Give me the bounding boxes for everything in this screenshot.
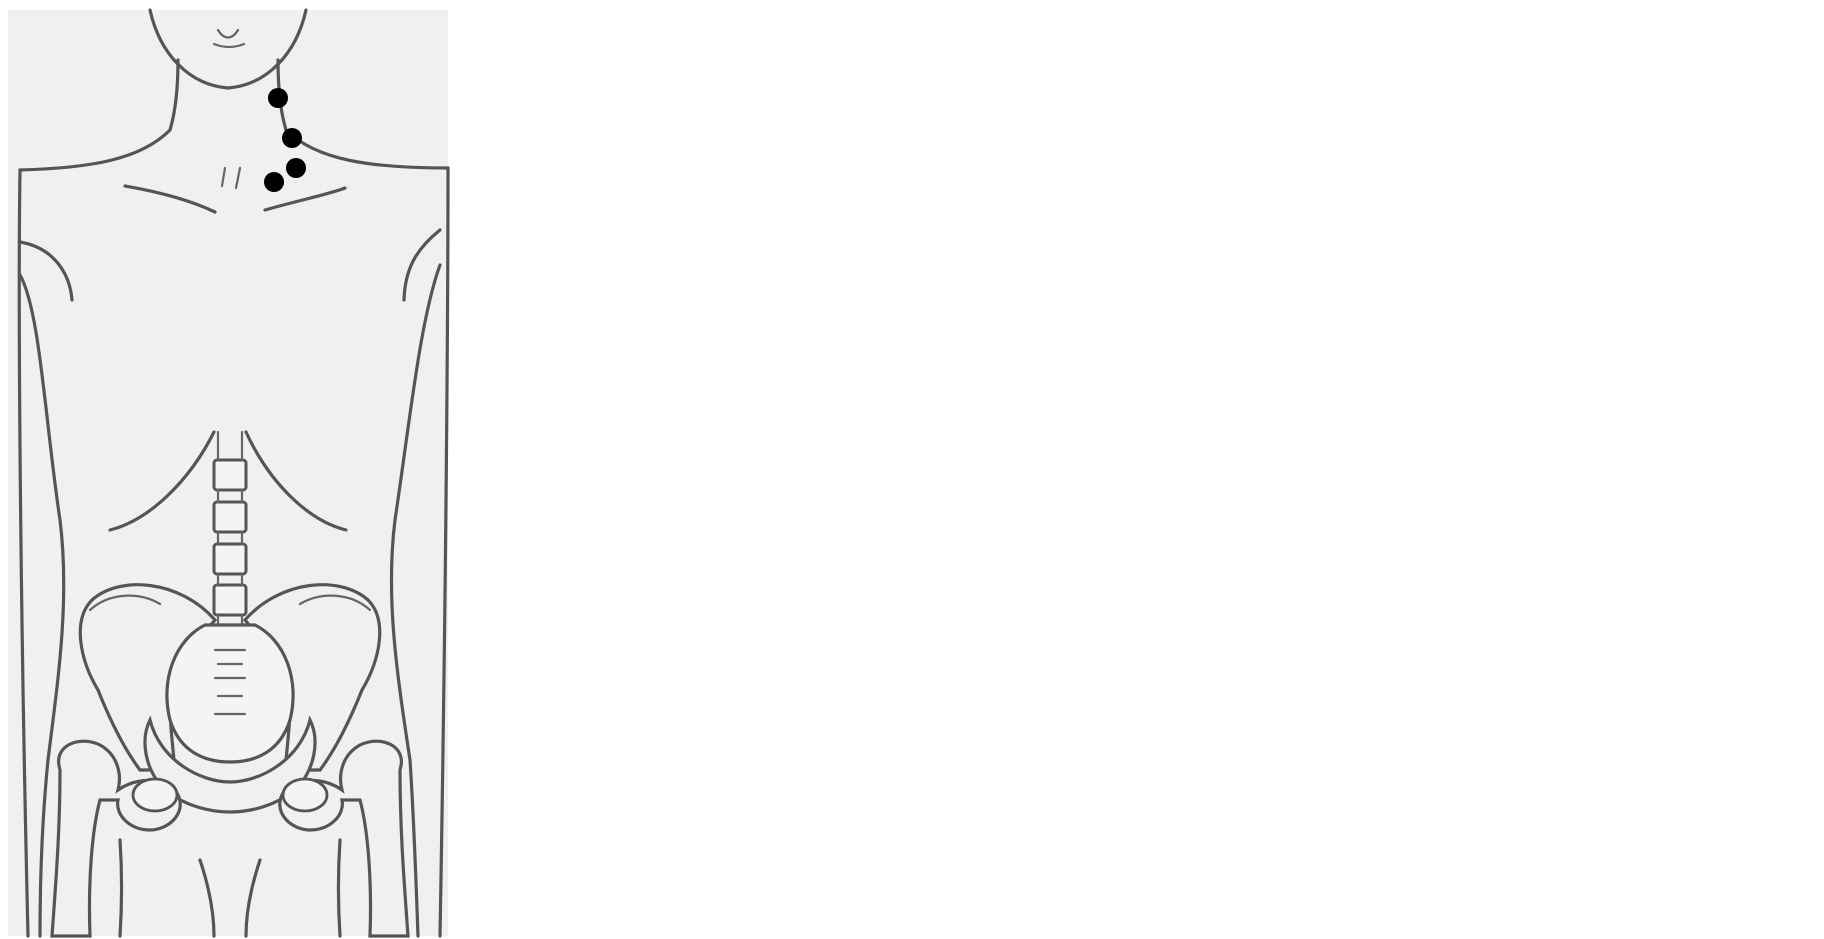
lymph-node-dot xyxy=(282,128,302,148)
lumbar-vertebra xyxy=(214,544,246,574)
obturator-foramen-left xyxy=(133,779,177,811)
obturator-foramen-right xyxy=(283,779,327,811)
lumbar-vertebra xyxy=(214,460,246,490)
lumbar-vertebra xyxy=(214,585,246,615)
lymph-node-dot xyxy=(286,158,306,178)
femur-inner-right xyxy=(339,840,341,936)
sacrum xyxy=(167,625,293,762)
femur-inner-left xyxy=(120,840,122,936)
lymph-node-dot xyxy=(264,172,284,192)
lumbar-vertebra xyxy=(214,502,246,532)
lymph-node-dot xyxy=(268,88,288,108)
panel-1 xyxy=(8,10,448,936)
